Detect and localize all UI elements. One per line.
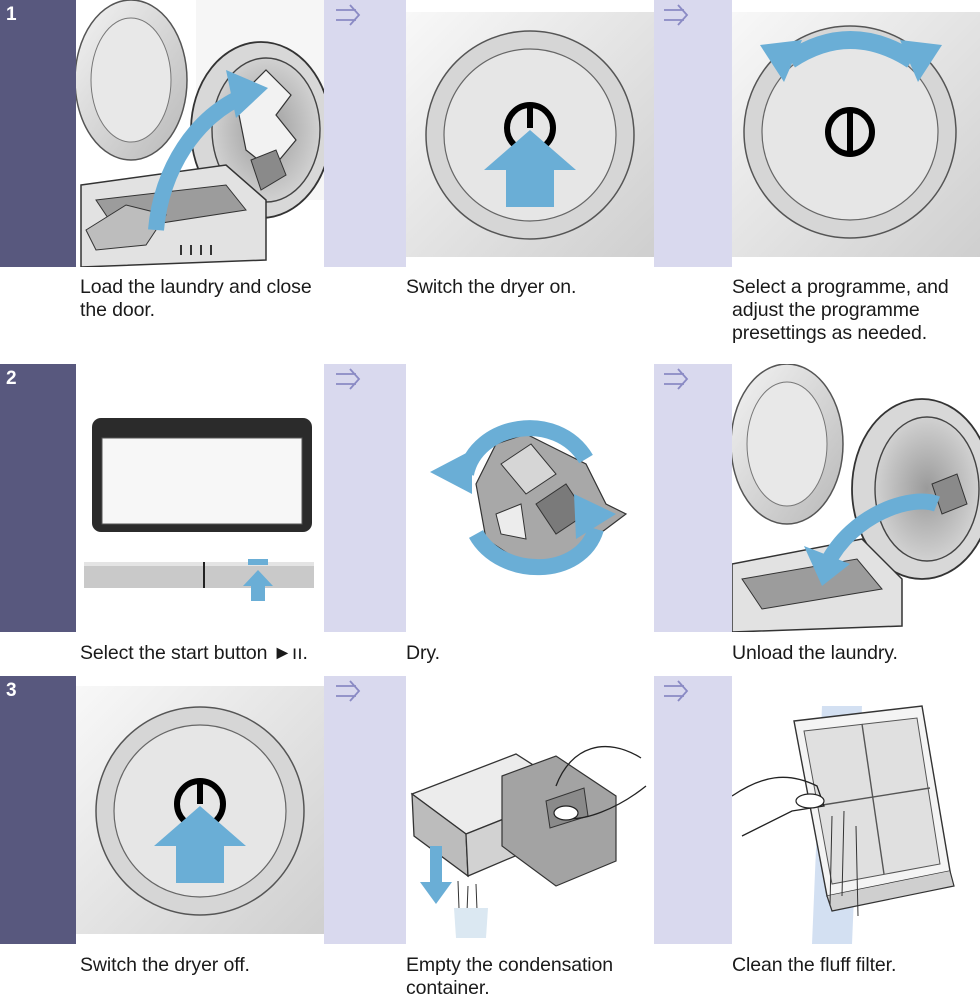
illustration-clean-filter [732, 676, 980, 944]
illustration-dry [406, 364, 654, 632]
double-right-arrow-icon [332, 368, 362, 390]
step-caption: Switch the dryer on. [406, 276, 576, 299]
double-right-arrow-icon [332, 4, 362, 26]
step-number: 3 [6, 680, 17, 702]
step-caption: Load the laundry and close the door. [80, 276, 312, 322]
step-number: 1 [6, 4, 17, 26]
step-caption: Dry. [406, 642, 440, 665]
illustration-switch-off [76, 676, 324, 944]
step-caption: Select the start button ►ıı. [80, 642, 308, 665]
double-right-arrow-icon [332, 680, 362, 702]
step-caption: Select a programme, and adjust the progr… [732, 276, 949, 345]
illustration-load-laundry [76, 0, 324, 267]
step-caption: Unload the laundry. [732, 642, 898, 665]
illustration-select-programme [732, 0, 980, 267]
illustration-switch-on [406, 0, 654, 267]
illustration-start-button [76, 364, 324, 632]
step-number-block: 2 [0, 364, 76, 632]
step-caption: Clean the fluff filter. [732, 954, 896, 977]
step-caption: Empty the condensation container. [406, 954, 613, 1000]
step-number-block: 1 [0, 0, 76, 267]
double-right-arrow-icon [660, 368, 690, 390]
step-caption: Switch the dryer off. [80, 954, 250, 977]
illustration-unload-laundry [732, 364, 980, 632]
double-right-arrow-icon [660, 680, 690, 702]
illustration-empty-container [406, 676, 654, 944]
step-number-block: 3 [0, 676, 76, 944]
double-right-arrow-icon [660, 4, 690, 26]
step-number: 2 [6, 368, 17, 390]
